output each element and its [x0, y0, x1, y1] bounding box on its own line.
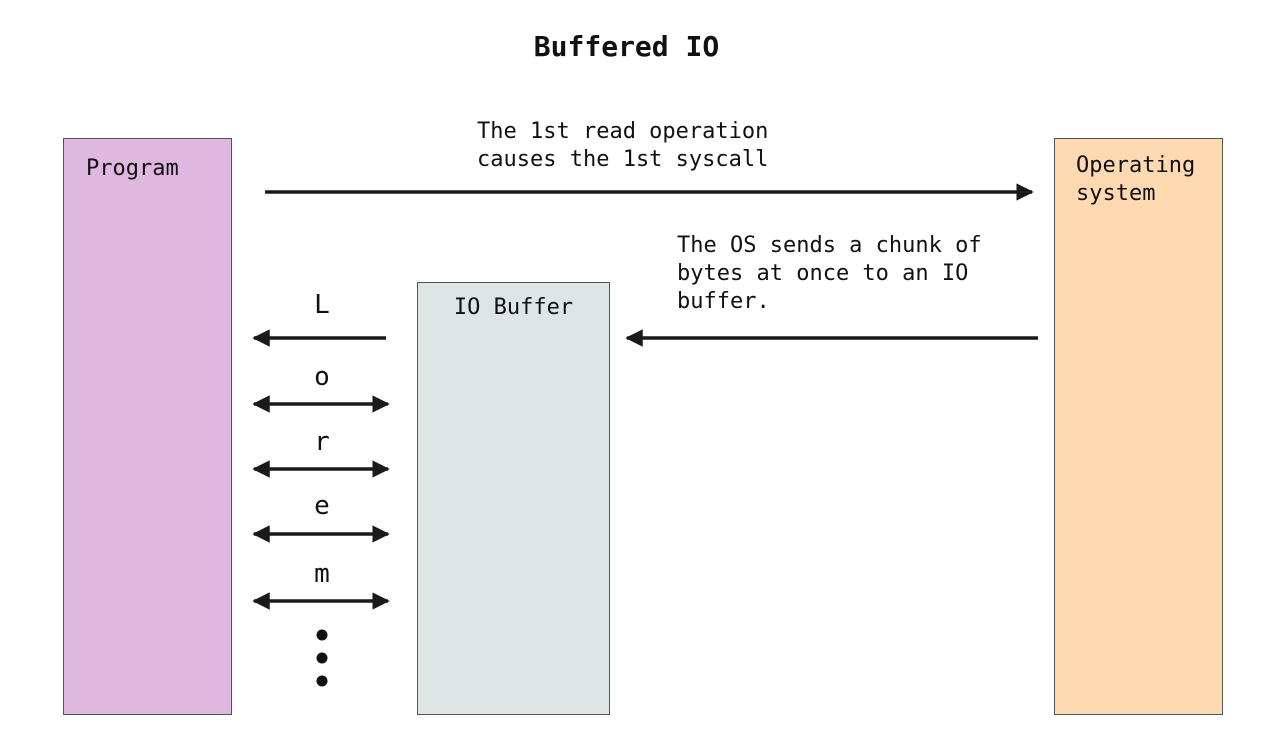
char-label-r: r [314, 427, 330, 457]
ellipsis-dot [316, 675, 328, 687]
operating-system-label: Operating system [1076, 153, 1196, 206]
char-label-o: o [314, 362, 330, 392]
char-label-m: m [314, 559, 330, 589]
program-box: Program [63, 138, 232, 715]
ellipsis-dot [316, 629, 328, 641]
operating-system-box: Operating system [1054, 138, 1223, 715]
ellipsis-dot [316, 652, 328, 664]
diagram-title: Buffered IO [533, 30, 720, 63]
char-label-e: e [314, 491, 330, 521]
chunk-to-buffer-note: The OS sends a chunk of bytes at once to… [677, 233, 982, 314]
first-syscall-note: The 1st read operation causes the 1st sy… [477, 119, 769, 172]
io-buffer-box: IO Buffer [417, 282, 610, 715]
io-buffer-label: IO Buffer [453, 295, 574, 320]
char-label-l: L [314, 290, 330, 320]
program-label: Program [86, 156, 179, 181]
